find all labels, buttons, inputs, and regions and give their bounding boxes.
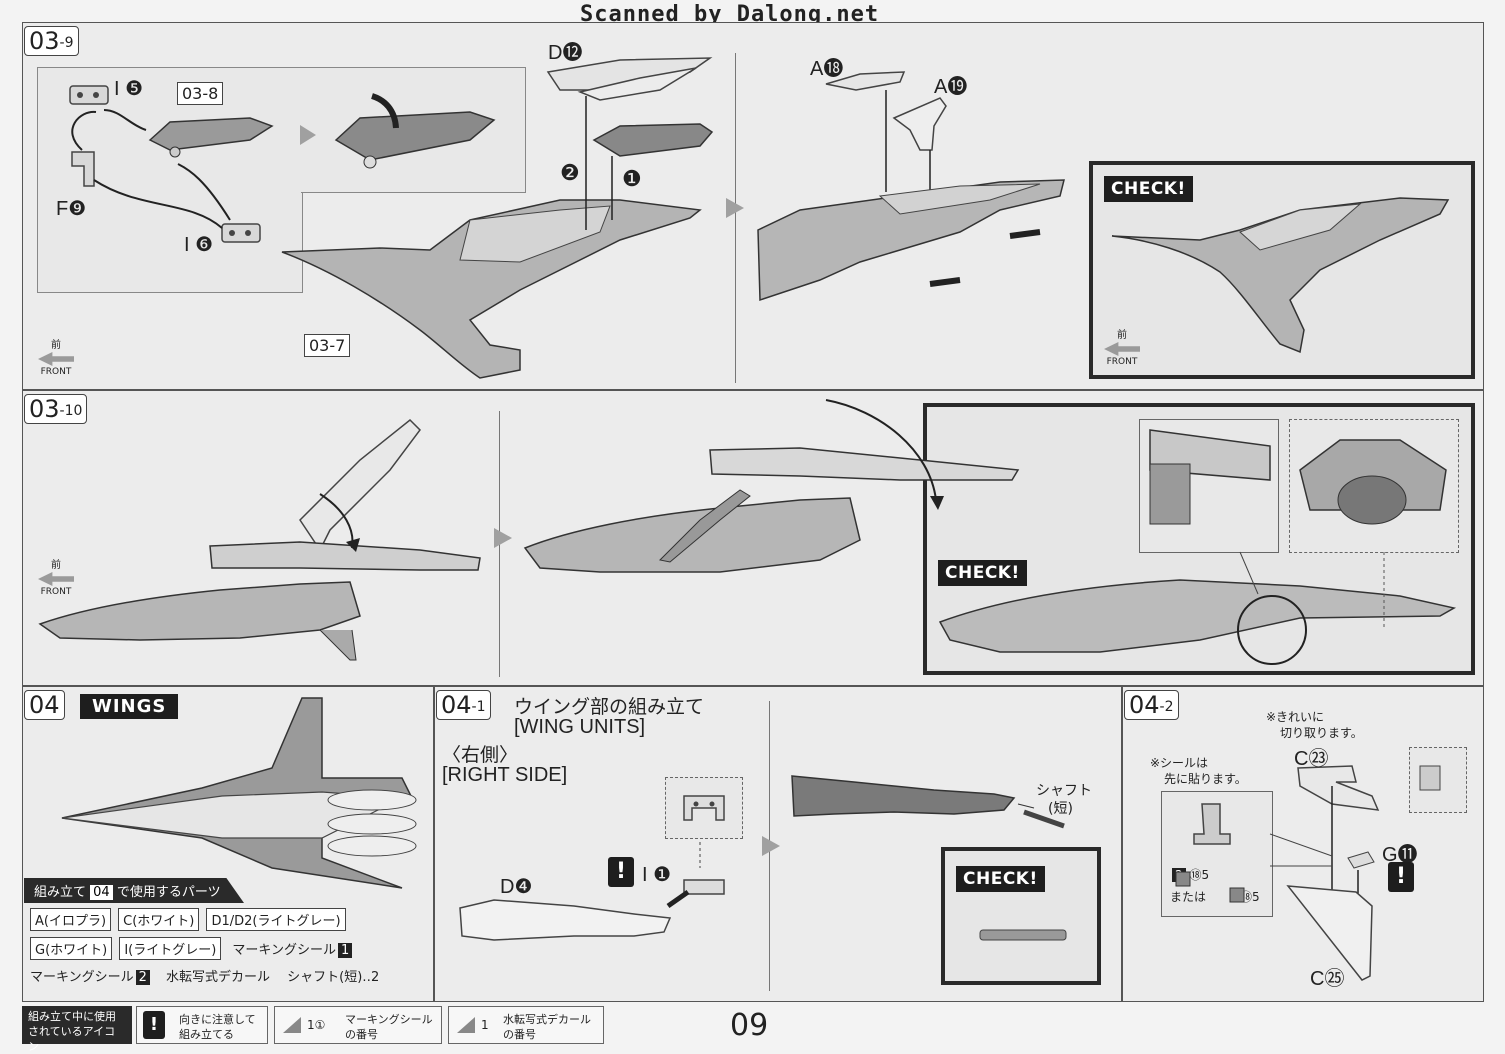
front-indicator-03-9: 前 FRONT [34,336,78,377]
label-part-i6: I ❻ [184,234,214,256]
step-04-1-title-en: [WING UNITS] [514,716,646,738]
step-03-9-check-label: CHECK! [1104,176,1193,202]
step-04-1-side-jp: 〈右側〉 [442,744,519,766]
front-arrow-icon [1104,342,1140,356]
shaft-count: シャフト(短)‥2 [287,970,380,985]
water-decal: 水転写式デカール [166,970,271,985]
page-number: 09 [730,1008,769,1043]
parts-tag-i: I(ライトグレー) [119,937,222,960]
part-i5-graphic [69,85,109,105]
label-part-g11: G⓫ [1382,844,1418,866]
step-04-illustration [61,697,417,889]
pod-03-8-graphic [148,117,274,158]
label-ref-03-8: 03-8 [177,82,224,105]
part-f9-graphic [71,151,95,187]
note-seal-1: ※シールは [1150,756,1209,770]
step-03-10-number: 03-10 [24,394,88,424]
parts-tag-a: A(イロプラ) [30,908,112,931]
label-shaft: シャフト [1036,783,1092,799]
label-part-i5: I ❺ [114,78,144,100]
step-03-10-check-label: CHECK! [938,560,1027,586]
front-indicator-03-10: 前 FRONT [34,556,78,597]
label-order-2: ❷ [560,160,580,185]
step-04-2-number: 04-2 [1124,690,1179,720]
step-04-parts-header: 組み立て 04 で使用するパーツ [24,878,244,903]
label-part-a19: A⓳ [934,76,968,98]
step-03-9-subassembly-box [37,67,303,293]
step-04-1-panel [434,686,1122,1002]
parts-tag-g: G(ホワイト) [30,937,113,960]
decal-ref: ⑱5 [1240,890,1260,904]
note-cut-2: 切り取ります。 [1280,726,1363,740]
step-04-2-illustrations [1175,765,1441,981]
parts-tag-d: D1/D2(ライトグレー) [206,908,346,931]
label-ref-03-7: 03-7 [304,334,351,357]
caution-icon: ! [1388,862,1414,892]
legend-caution: ! 向きに注意して 組み立てる [136,1006,268,1044]
caution-icon: ! [143,1011,165,1039]
label-part-f9: F❾ [56,198,87,220]
parts-tag-c: C(ホワイト) [118,908,200,931]
step-04-2-panel [1122,686,1484,1002]
note-seal-2: 先に貼ります。 [1164,772,1247,786]
step-04-1-title-jp: ウイング部の組み立て [514,696,705,718]
step-04-1-illustrations [459,775,1067,941]
label-part-a18: A⓲ [810,58,844,80]
front-arrow-icon [38,572,74,586]
step-03-9-number: 03-9 [24,26,79,56]
label-part-d12: D⓬ [548,42,583,64]
step-04-1-side-en: [RIGHT SIDE] [442,764,568,786]
label-part-d4: D❹ [500,876,533,898]
step-04-1-number: 04-1 [436,690,491,720]
step-04-1-check-label: CHECK! [956,866,1045,892]
front-arrow-icon [38,352,74,366]
label-part-c25: C㉕ [1310,968,1345,990]
step-04-number: 04 [24,690,65,720]
label-part-i1: I ❶ [642,864,672,886]
divider [735,53,736,383]
label-order-1: ❶ [622,166,642,191]
step-03-9-illustrations [69,57,1450,379]
legend-title: 組み立て中に使用 されているアイコン [22,1006,132,1053]
caution-icon: ! [608,857,634,887]
label-shaft-short: (短) [1048,801,1073,817]
part-i6-graphic [221,223,261,243]
or-text: または [1170,890,1207,904]
front-indicator-03-9-check: 前 FRONT [1100,326,1144,367]
legend-decal: 1 水転写式デカール の番号 [448,1006,604,1044]
step-03-10-illustrations [38,399,1457,665]
legend-marking: 1① マーキングシール の番号 [274,1006,442,1044]
step-04-title: WINGS [80,694,179,719]
decal-icon [457,1017,475,1033]
note-cut-1: ※きれいに [1266,710,1325,724]
marking-seal-icon [283,1017,301,1033]
label-part-c23: C㉓ [1294,748,1329,770]
step-04-parts-list: A(イロプラ) C(ホワイト) D1/D2(ライトグレー) G(ホワイト) I(… [30,908,430,985]
